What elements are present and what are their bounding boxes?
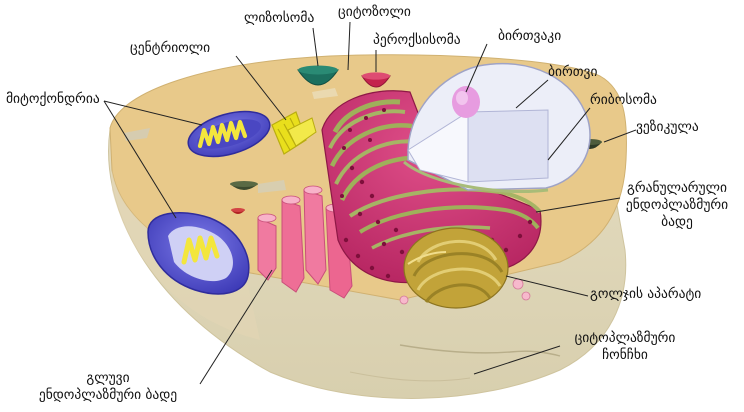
label-nucleus: ბირთვი bbox=[548, 64, 597, 81]
label-smooth-er: გლუვი ენდოპლაზმური ბადე bbox=[26, 370, 190, 404]
label-rough-er-line2: ენდოპლაზმური bbox=[614, 197, 740, 214]
label-golgi: გოლჯის აპარატი bbox=[590, 286, 701, 303]
label-lysosome: ლიზოსომა bbox=[244, 10, 314, 27]
label-rough-er-line1: გრანულარული bbox=[614, 180, 740, 197]
label-smooth-er-line2: ენდოპლაზმური ბადე bbox=[26, 387, 190, 404]
label-vesicle: ვეზიკულა bbox=[636, 119, 699, 136]
golgi-apparatus bbox=[404, 228, 508, 308]
label-cytosol: ციტოზოლი bbox=[338, 4, 411, 21]
label-peroxisome: პეროქსისომა bbox=[373, 32, 461, 49]
label-cytoskeleton-line2: ჩონჩხი bbox=[562, 347, 688, 364]
label-centriole: ცენტრიოლი bbox=[130, 40, 210, 57]
label-smooth-er-line1: გლუვი bbox=[26, 370, 190, 387]
label-mitochondria: მიტოქონდრია bbox=[6, 91, 100, 108]
label-cytoskeleton-line1: ციტოპლაზმური bbox=[562, 330, 688, 347]
label-ribosome: რიბოსომა bbox=[590, 92, 657, 109]
label-rough-er-line3: ბადე bbox=[614, 214, 740, 231]
label-nucleolus: ბირთვაკი bbox=[498, 28, 561, 45]
label-rough-er: გრანულარული ენდოპლაზმური ბადე bbox=[614, 180, 740, 231]
label-cytoskeleton: ციტოპლაზმური ჩონჩხი bbox=[562, 330, 688, 364]
